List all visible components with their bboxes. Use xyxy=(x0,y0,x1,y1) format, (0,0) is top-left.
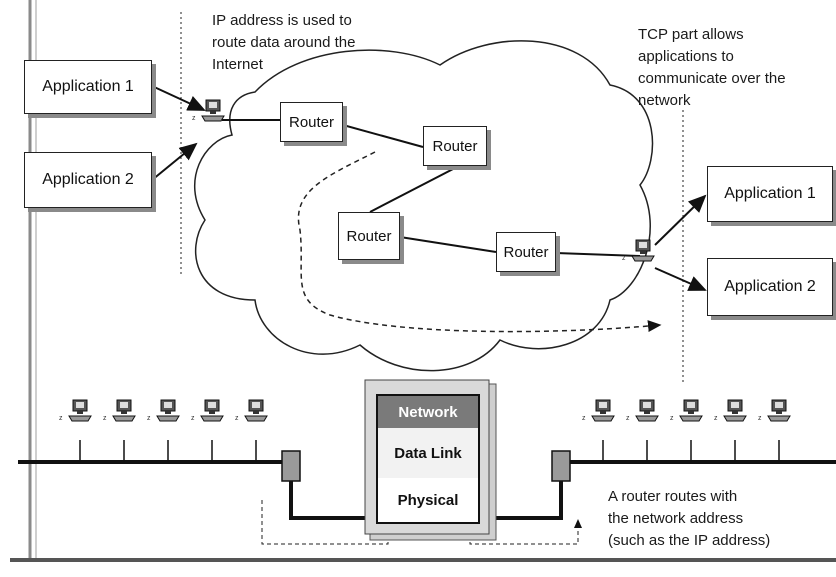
left-transceiver xyxy=(281,450,301,482)
left-application-2-box: Application 2 xyxy=(24,152,152,208)
stack-data-link-layer: Data Link xyxy=(378,428,478,479)
router-2: Router xyxy=(423,126,487,166)
right-lan-hosts xyxy=(581,399,791,462)
stack-network-layer: Network xyxy=(378,396,478,429)
stack-physical-layer: Physical xyxy=(378,478,478,522)
right-transceiver xyxy=(551,450,571,482)
router-annotation: A router routes with the network address… xyxy=(608,488,771,549)
left-lan-hosts xyxy=(58,399,268,462)
internet-cloud xyxy=(194,40,654,372)
data-path-arrow xyxy=(297,151,662,333)
router-4: Router xyxy=(496,232,556,272)
tcp-annotation: TCP part allows applications to communic… xyxy=(638,26,786,109)
left-host-computer-icon xyxy=(191,99,225,123)
right-application-1-box: Application 1 xyxy=(707,166,833,222)
router-1: Router xyxy=(280,102,343,142)
ip-annotation: IP address is used to route data around … xyxy=(212,12,356,73)
router-3: Router xyxy=(338,212,400,260)
protocol-stack: Network Data Link Physical xyxy=(376,394,480,524)
left-application-1-box: Application 1 xyxy=(24,60,152,114)
right-application-2-box: Application 2 xyxy=(707,258,833,316)
